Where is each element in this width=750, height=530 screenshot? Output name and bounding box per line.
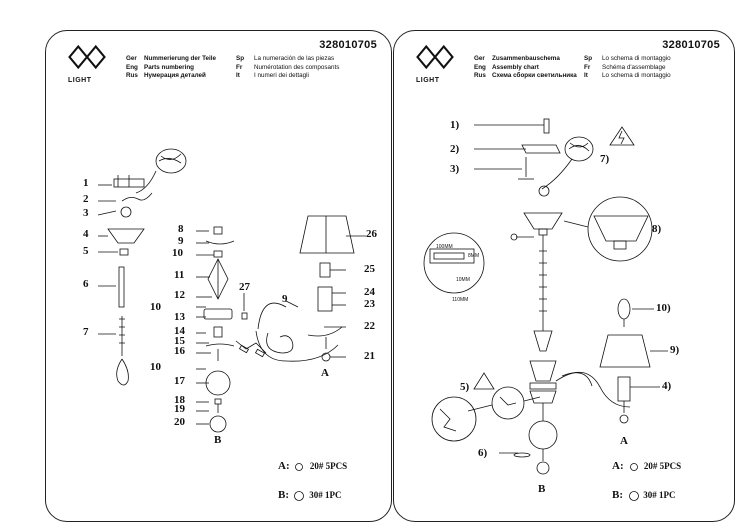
step-label: 2) <box>450 143 460 155</box>
part-label: 27 <box>239 281 250 293</box>
part-label: 1 <box>83 177 89 189</box>
part-label: 10 <box>172 247 183 259</box>
part-label: 22 <box>364 320 375 332</box>
part-label: 18 <box>174 394 185 406</box>
part-label: 9 <box>282 293 288 305</box>
product-code: 328010705 <box>319 39 377 51</box>
part-label: 5 <box>83 245 89 257</box>
step-label: 5) <box>460 381 470 393</box>
part-label: 15 <box>174 335 185 347</box>
legend-a: A: 20# 5PCS <box>612 460 682 472</box>
brand-logo-text: LIGHT <box>68 77 92 84</box>
part-label: 2 <box>83 193 89 205</box>
part-label: 24 <box>364 286 375 298</box>
step-label: 6) <box>478 447 488 459</box>
legend-a: A: 20# 5PCS <box>278 460 348 472</box>
assembly-diagram <box>423 118 668 501</box>
dimension-label: 8MM <box>468 253 480 259</box>
part-label: A <box>321 367 329 379</box>
product-code: 328010705 <box>662 39 720 51</box>
part-label: 19 <box>174 403 185 415</box>
part-label: 26 <box>366 228 377 240</box>
legend-b: B: 30# 1PC <box>612 489 676 501</box>
brand-logo-text: LIGHT <box>416 77 440 84</box>
part-label: 3 <box>83 207 89 219</box>
part-label: 25 <box>364 263 375 275</box>
step-label: 7) <box>600 153 610 165</box>
part-label: 12 <box>174 289 185 301</box>
part-label: 7 <box>83 326 89 338</box>
part-label: 16 <box>174 345 185 357</box>
legend-b: B: 30# 1PC <box>278 489 342 501</box>
part-label: 4 <box>83 228 89 240</box>
step-label: B <box>538 483 546 495</box>
step-label: 1) <box>450 119 460 131</box>
step-label: A <box>620 435 628 447</box>
parts-diagram <box>97 148 366 501</box>
part-label: 20 <box>174 416 185 428</box>
part-label: 10 <box>150 301 161 313</box>
step-label: 10) <box>656 302 671 314</box>
step-label: 4) <box>662 380 672 392</box>
dimension-label: 110MM <box>452 297 469 303</box>
dimension-label: 10MM <box>456 277 470 283</box>
part-label: 14 <box>174 325 185 337</box>
part-label: 23 <box>364 298 375 310</box>
part-label: 13 <box>174 311 185 323</box>
part-label: B <box>214 434 222 446</box>
brand-logo-icon <box>68 44 106 70</box>
brand-logo-icon <box>416 44 454 70</box>
part-label: 6 <box>83 278 89 290</box>
part-label: 8 <box>178 223 184 235</box>
part-label: 17 <box>174 375 185 387</box>
part-label: 11 <box>174 269 185 281</box>
dimension-label: 100MM <box>436 244 453 250</box>
step-label: 8) <box>652 223 662 235</box>
part-label: 10 <box>150 361 161 373</box>
step-label: 3) <box>450 163 460 175</box>
step-label: 9) <box>670 344 680 356</box>
part-label: 21 <box>364 350 375 362</box>
part-label: 9 <box>178 235 184 247</box>
